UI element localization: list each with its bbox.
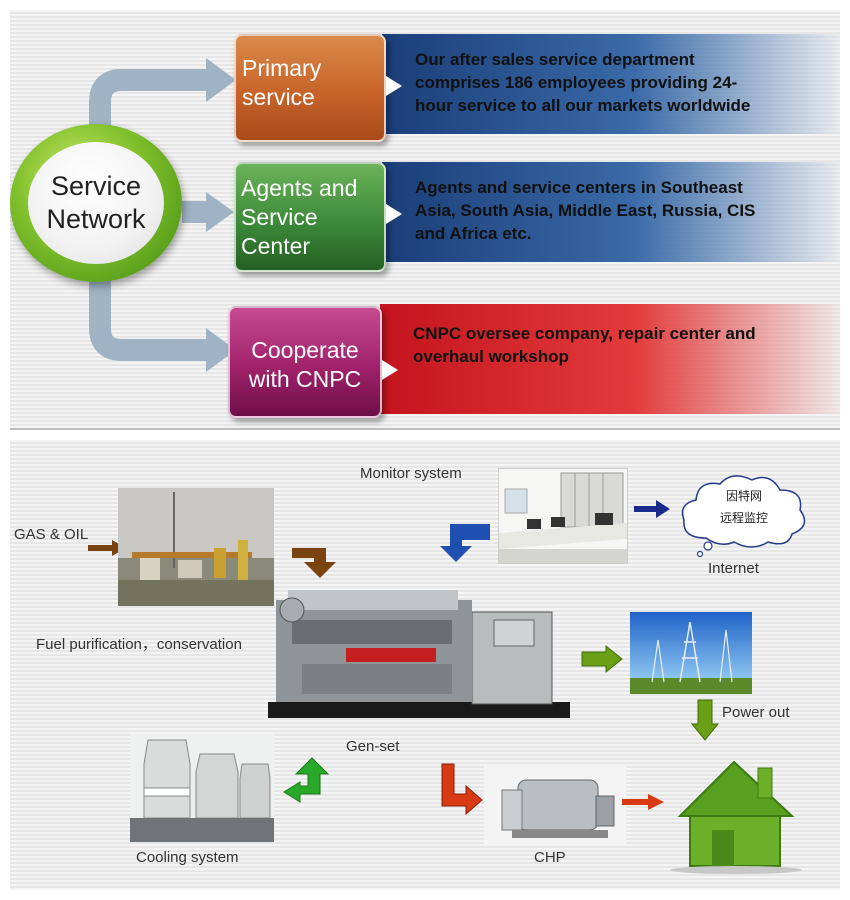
blue-elbow-arrow-icon: [440, 524, 490, 562]
genset-photo: [262, 580, 572, 720]
green-house-icon: [670, 760, 802, 874]
green-bent-arrow-icon: [283, 757, 330, 803]
primary-service-box: Primary service: [234, 34, 386, 142]
cooling-system-label: Cooling system: [136, 849, 239, 866]
cnpc-band: [380, 304, 840, 414]
power-tower-photo: [630, 612, 752, 694]
primary-service-band: [382, 34, 840, 134]
power-out-label: Power out: [722, 704, 790, 721]
internet-cloud-icon: 因特网 远程监控: [681, 475, 806, 558]
red-arrow-right-icon: [622, 794, 664, 810]
chevron-right-icon: [382, 360, 398, 380]
green-arrow-down-icon: [690, 699, 720, 741]
monitor-system-label: Monitor system: [360, 465, 462, 482]
hub-label: Service Network: [46, 171, 146, 234]
cloud-line1: 因特网: [726, 488, 762, 503]
red-elbow-arrow-icon: [441, 763, 483, 816]
genset-label: Gen-set: [346, 738, 400, 755]
primary-service-description: Our after sales service department compr…: [415, 50, 751, 115]
agents-service-center-title: Agents and Service Center: [241, 175, 358, 259]
chp-unit-photo: [484, 766, 626, 846]
connector-arrows: [89, 58, 236, 372]
genset-process-panel: Monitor system 因特网 远程监控 Internet: [10, 440, 840, 890]
fuel-purification-label: Fuel purification，conservation: [36, 636, 242, 653]
cnpc-description: CNPC oversee company, repair center and …: [413, 324, 756, 366]
chp-label: CHP: [534, 849, 566, 866]
cooling-tower-photo: [130, 734, 274, 842]
chevron-right-icon: [386, 76, 402, 96]
primary-service-title: Primary service: [242, 55, 322, 110]
cooperate-cnpc-title: Cooperate with CNPC: [248, 337, 362, 392]
service-network-panel: Primary service Our after sales service …: [10, 10, 840, 428]
panel-divider: [10, 428, 840, 430]
internet-label: Internet: [708, 560, 759, 577]
gas-station-photo: [118, 488, 274, 606]
brown-elbow-arrow-icon: [292, 548, 336, 578]
monitor-room-photo: [498, 468, 628, 564]
chevron-right-icon: [386, 204, 402, 224]
agents-description: Agents and service centers in Southeast …: [415, 178, 756, 243]
agents-service-center-box: Agents and Service Center: [234, 162, 386, 272]
green-arrow-right-icon: [581, 644, 623, 674]
agents-band: [382, 162, 840, 262]
cloud-line2: 远程监控: [720, 510, 768, 525]
service-network-hub: Service Network: [10, 124, 182, 282]
gas-oil-label: GAS & OIL: [14, 526, 89, 543]
arrow-right-icon: [634, 500, 670, 518]
cooperate-cnpc-box: Cooperate with CNPC: [228, 306, 382, 418]
